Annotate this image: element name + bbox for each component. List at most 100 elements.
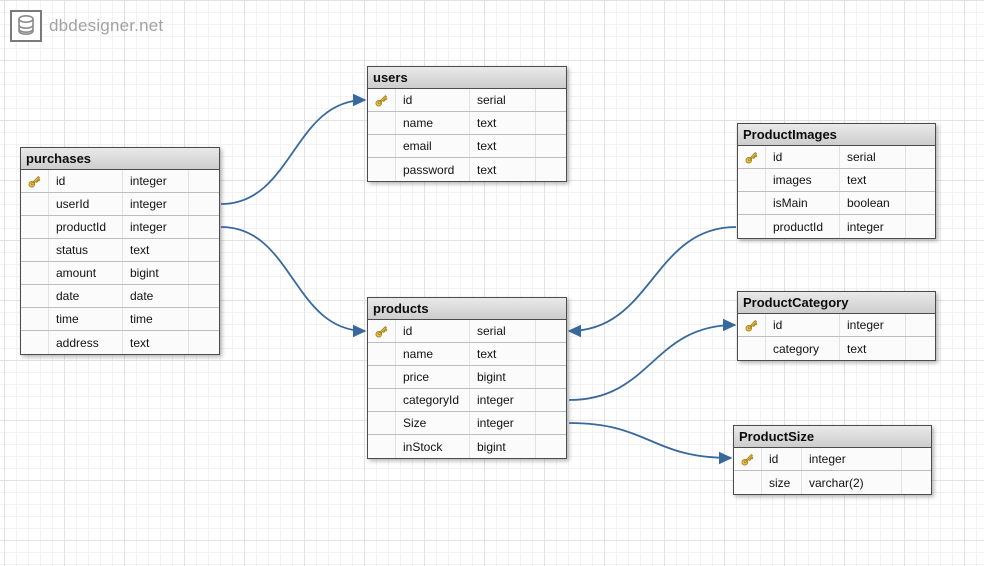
table-title: users <box>373 70 408 85</box>
field-row[interactable]: id integer <box>738 314 935 337</box>
field-row[interactable]: time time <box>21 308 219 331</box>
field-row[interactable]: password text <box>368 158 566 181</box>
field-type: serial <box>470 89 536 111</box>
row-spacer <box>536 135 566 157</box>
key-icon-cell <box>368 343 396 365</box>
field-name: price <box>396 366 470 388</box>
table-header[interactable]: users <box>368 67 566 89</box>
table-header[interactable]: ProductImages <box>738 124 935 146</box>
table-header[interactable]: ProductCategory <box>738 292 935 314</box>
field-type: text <box>470 135 536 157</box>
app-logo[interactable]: dbdesigner.net <box>10 10 163 42</box>
field-row[interactable]: productId integer <box>738 215 935 238</box>
field-row[interactable]: status text <box>21 239 219 262</box>
entity-table-purchases[interactable]: purchases id integer userId integer prod… <box>20 147 220 355</box>
key-icon-cell <box>738 192 766 214</box>
primary-key-icon <box>28 175 41 187</box>
primary-key-icon <box>375 325 388 337</box>
key-icon-cell <box>734 471 762 494</box>
field-row[interactable]: id integer <box>21 170 219 193</box>
table-header[interactable]: ProductSize <box>734 426 931 448</box>
key-icon-cell <box>21 285 49 307</box>
field-row[interactable]: productId integer <box>21 216 219 239</box>
relation-products.Size-to-ProductSize.id[interactable] <box>568 422 733 465</box>
field-name: email <box>396 135 470 157</box>
field-name: id <box>396 320 470 342</box>
row-spacer <box>189 216 219 238</box>
key-icon-cell <box>21 262 49 284</box>
key-icon-cell <box>368 435 396 458</box>
row-spacer <box>902 471 931 494</box>
field-type: text <box>470 112 536 134</box>
field-row[interactable]: amount bigint <box>21 262 219 285</box>
field-name: productId <box>766 215 840 238</box>
field-name: id <box>762 448 802 470</box>
table-header[interactable]: purchases <box>21 148 219 170</box>
relation-purchases.productId-to-products.id[interactable] <box>220 226 367 338</box>
key-icon-cell <box>368 112 396 134</box>
entity-table-products[interactable]: products id serial name text price bigin… <box>367 297 567 459</box>
field-name: productId <box>49 216 123 238</box>
field-row[interactable]: userId integer <box>21 193 219 216</box>
field-row[interactable]: categoryId integer <box>368 389 566 412</box>
field-type: integer <box>123 193 189 215</box>
field-row[interactable]: address text <box>21 331 219 354</box>
field-row[interactable]: id serial <box>368 89 566 112</box>
relation-ProductImages.productId-to-products.id[interactable] <box>567 226 737 338</box>
key-icon-cell <box>368 135 396 157</box>
field-type: serial <box>470 320 536 342</box>
field-name: userId <box>49 193 123 215</box>
key-icon-cell <box>368 366 396 388</box>
field-type: integer <box>840 215 906 238</box>
key-icon-cell <box>368 158 396 181</box>
field-type: text <box>470 343 536 365</box>
field-row[interactable]: id serial <box>368 320 566 343</box>
relation-products.categoryId-to-ProductCategory.id[interactable] <box>568 318 737 401</box>
field-name: categoryId <box>396 389 470 411</box>
key-icon-cell <box>738 337 766 360</box>
field-type: integer <box>802 448 902 470</box>
row-spacer <box>536 343 566 365</box>
row-spacer <box>906 337 935 360</box>
entity-table-ProductSize[interactable]: ProductSize id integer size varchar(2) <box>733 425 932 495</box>
field-row[interactable]: inStock bigint <box>368 435 566 458</box>
key-icon-cell <box>21 331 49 354</box>
key-icon-cell <box>738 169 766 191</box>
field-name: id <box>766 314 840 336</box>
field-row[interactable]: name text <box>368 112 566 135</box>
field-row[interactable]: email text <box>368 135 566 158</box>
key-icon-cell <box>738 146 766 168</box>
row-spacer <box>189 262 219 284</box>
row-spacer <box>906 146 935 168</box>
table-title: ProductImages <box>743 127 837 142</box>
field-row[interactable]: isMain boolean <box>738 192 935 215</box>
field-type: text <box>123 239 189 261</box>
field-name: category <box>766 337 840 360</box>
field-row[interactable]: price bigint <box>368 366 566 389</box>
row-spacer <box>906 169 935 191</box>
table-header[interactable]: products <box>368 298 566 320</box>
entity-table-users[interactable]: users id serial name text email text pas… <box>367 66 567 182</box>
table-rows: id serial name text email text password … <box>368 89 566 181</box>
field-row[interactable]: name text <box>368 343 566 366</box>
key-icon-cell <box>21 193 49 215</box>
field-type: integer <box>123 216 189 238</box>
field-row[interactable]: date date <box>21 285 219 308</box>
field-row[interactable]: id integer <box>734 448 931 471</box>
entity-table-ProductCategory[interactable]: ProductCategory id integer category text <box>737 291 936 361</box>
field-row[interactable]: images text <box>738 169 935 192</box>
field-row[interactable]: Size integer <box>368 412 566 435</box>
field-type: text <box>470 158 536 181</box>
primary-key-icon <box>745 319 758 331</box>
key-icon-cell <box>368 389 396 411</box>
key-icon-cell <box>734 448 762 470</box>
field-type: date <box>123 285 189 307</box>
field-name: password <box>396 158 470 181</box>
relation-purchases.userId-to-users.id[interactable] <box>220 93 367 205</box>
row-spacer <box>189 239 219 261</box>
field-row[interactable]: category text <box>738 337 935 360</box>
field-row[interactable]: id serial <box>738 146 935 169</box>
field-row[interactable]: size varchar(2) <box>734 471 931 494</box>
entity-table-ProductImages[interactable]: ProductImages id serial images text isMa… <box>737 123 936 239</box>
field-type: time <box>123 308 189 330</box>
